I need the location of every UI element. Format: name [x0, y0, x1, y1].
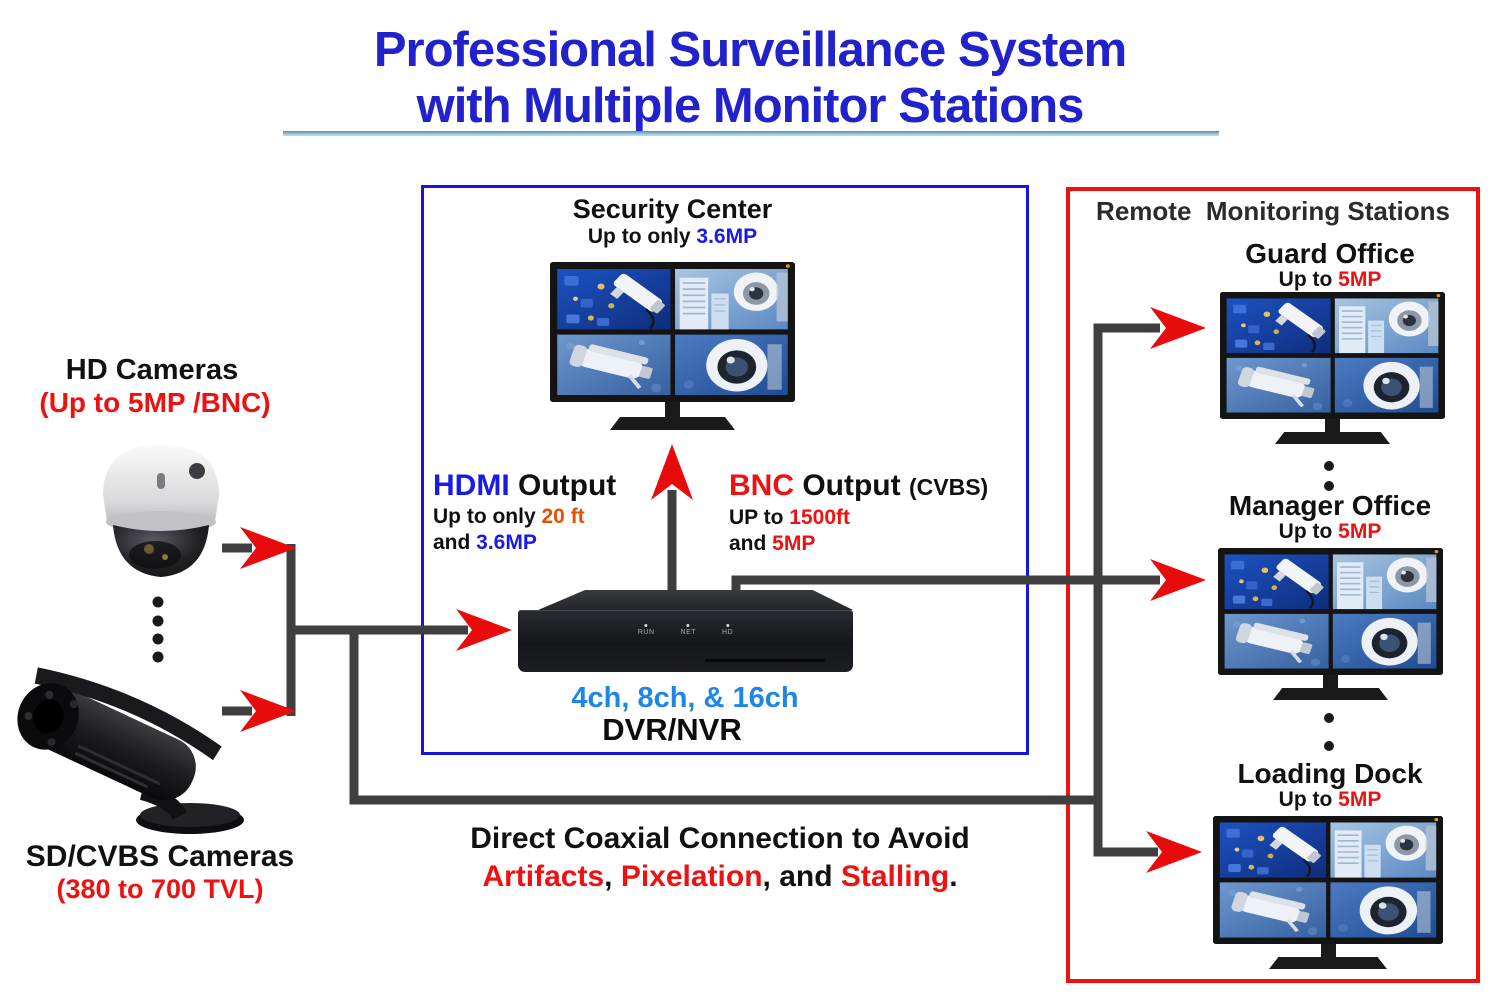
guard-office-cap: Up to 5MP — [1278, 268, 1382, 291]
coaxial-note-line1: Direct Coaxial Connection to Avoid — [470, 822, 970, 855]
bnc-term: BNC — [729, 469, 794, 502]
guard-office-monitor — [1220, 292, 1445, 444]
hdmi-resolution-line: and 3.6MP — [433, 531, 537, 554]
dvr-top-face — [538, 590, 853, 610]
security-center-cap-prefix: Up to only — [587, 225, 697, 248]
dvr-led-net: NET — [681, 624, 697, 636]
bnc-resolution-line: and 5MP — [729, 532, 816, 555]
hdmi-output-block: HDMI Output Up to only 20 ft and 3.6MP — [433, 468, 616, 556]
monitor-stand-base — [1273, 688, 1388, 700]
manager-office-cap: Up to 5MP — [1278, 520, 1382, 543]
remote-monitoring-header: Remote Monitoring Stations — [1096, 196, 1450, 226]
security-center-label: Security Center — [572, 194, 773, 224]
monitor-stand-base — [610, 417, 735, 430]
dvr-led-run: RUN — [638, 624, 655, 636]
bnc-output-title: BNC Output (CVBS) — [729, 469, 989, 502]
bnc-cvbs: (CVBS) — [908, 474, 989, 500]
monitor-stand-neck — [1320, 944, 1336, 957]
hdmi-output-title: HDMI Output — [433, 468, 616, 504]
monitor-stand-base — [1269, 957, 1387, 969]
camera-ellipsis-dots — [152, 596, 164, 663]
loading-dock-monitor — [1213, 816, 1443, 969]
dvr-led-indicators: RUN NET HD — [638, 624, 733, 636]
manager-office-monitor — [1218, 548, 1443, 700]
sd-cameras-label: SD/CVBS Cameras — [25, 840, 295, 873]
hdmi-rest: Output — [509, 469, 617, 502]
remote-stations-box — [1066, 187, 1480, 983]
quad-screen — [1218, 548, 1443, 675]
dvr-led-hd: HD — [722, 624, 733, 636]
sd-cameras-spec: (380 to 700 TVL) — [56, 874, 264, 904]
loading-dock-cap: Up to 5MP — [1278, 788, 1382, 811]
quad-screen — [1213, 816, 1443, 944]
dvr-front-face: RUN NET HD — [518, 610, 853, 672]
coaxial-note: Direct Coaxial Connection to Avoid Artif… — [380, 820, 1060, 896]
page-title-line1: Professional Surveillance System — [373, 23, 1127, 77]
monitor-stand-base — [1275, 432, 1390, 444]
led-dot — [686, 624, 690, 627]
page-title: Professional Surveillance System with Mu… — [0, 22, 1500, 134]
manager-office-label: Manager Office — [1228, 490, 1432, 521]
quad-screen — [1220, 292, 1445, 419]
quad-screen — [550, 262, 795, 402]
loading-dock-label: Loading Dock — [1237, 758, 1423, 789]
dvr-groove — [705, 659, 825, 662]
dvr-channels-label: 4ch, 8ch, & 16ch — [571, 682, 799, 714]
guard-office-label: Guard Office — [1245, 238, 1415, 269]
monitor-stand-neck — [665, 402, 680, 417]
dome-camera-image — [103, 445, 219, 577]
hdmi-distance-line: Up to only 20 ft — [433, 505, 585, 528]
led-dot — [726, 624, 730, 627]
security-center-cap: Up to only 3.6MP — [540, 225, 805, 249]
security-center-cap-value: 3.6MP — [696, 225, 758, 248]
coaxial-note-line2: Artifacts, Pixelation, and Stalling. — [482, 860, 958, 893]
monitor-stand-neck — [1325, 419, 1340, 432]
hd-cameras-spec: (Up to 5MP /BNC) — [39, 387, 271, 418]
hdmi-term: HDMI — [433, 469, 510, 502]
hd-cameras-label: HD Cameras — [65, 354, 239, 386]
monitor-stand-neck — [1323, 675, 1338, 688]
bnc-distance-line: UP to 1500ft — [729, 506, 850, 529]
title-underline — [283, 131, 1219, 136]
security-center-monitor — [550, 262, 795, 430]
page-title-line2: with Multiple Monitor Stations — [416, 79, 1085, 133]
dvr-system-box — [421, 185, 1029, 755]
led-dot — [644, 624, 648, 627]
station-ellipsis-dots — [1324, 461, 1334, 751]
bnc-output-block: BNC Output (CVBS) UP to 1500ft and 5MP — [729, 468, 988, 557]
wire-lines — [222, 323, 1160, 857]
dvr-device-image: RUN NET HD — [518, 590, 853, 672]
dvr-nvr-label: DVR/NVR — [602, 712, 742, 747]
bullet-camera-image — [17, 667, 244, 834]
